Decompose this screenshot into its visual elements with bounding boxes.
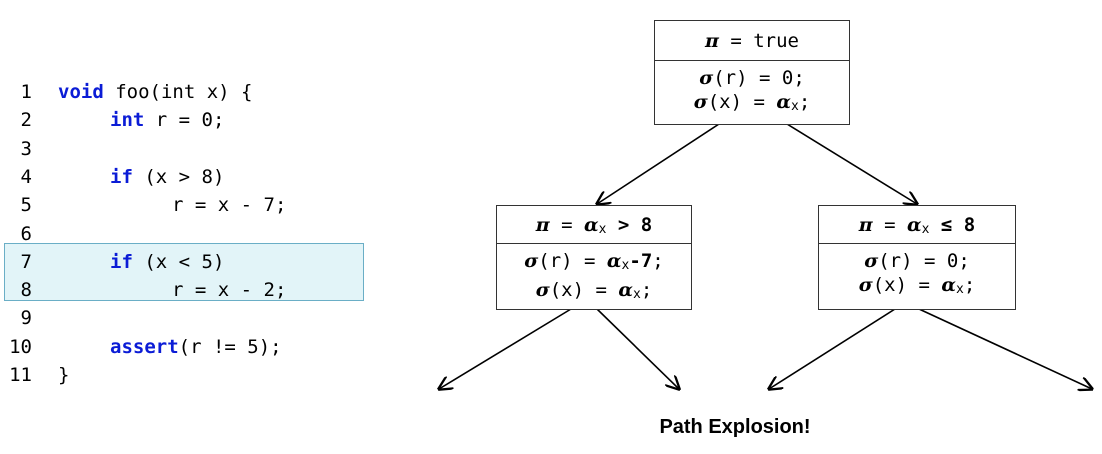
- code-rest: (x < 5): [132, 250, 225, 273]
- line-number: 9: [20, 307, 32, 330]
- sigma-symbol: σ: [864, 250, 879, 272]
- left-sigma-x-sub: x: [633, 287, 641, 302]
- right-pi-rest: ≤ 8: [929, 214, 976, 236]
- code-text: r = x - 2;: [172, 276, 286, 304]
- right-sigma-r-value: 0: [946, 250, 959, 272]
- code-text: if (x < 5): [110, 248, 224, 276]
- edge-left-left: [439, 308, 572, 389]
- left-pi-alpha: α: [584, 214, 599, 236]
- line-number: 6: [20, 222, 32, 245]
- root-node: π = true σ(r) = 0; σ(x) = αx;: [654, 20, 850, 125]
- sigma-symbol: σ: [524, 250, 539, 272]
- code-text: assert(r != 5);: [110, 333, 282, 361]
- code-text: if (x > 8): [110, 163, 224, 191]
- pi-symbol: π: [704, 30, 719, 52]
- root-store: σ(r) = 0; σ(x) = αx;: [693, 67, 811, 114]
- code-rest: r = 0;: [144, 109, 225, 132]
- pi-symbol: π: [535, 214, 550, 236]
- line-number: 3: [20, 137, 32, 160]
- left-path-condition: π = αx > 8: [497, 206, 691, 244]
- code-text: int r = 0;: [110, 106, 224, 134]
- right-sigma-x-sub: x: [956, 282, 964, 297]
- right-store: σ(r) = 0; σ(x) = αx;: [858, 250, 976, 297]
- line-number: 10: [9, 335, 32, 358]
- code-rest: }: [58, 364, 70, 386]
- right-node: π = αx ≤ 8 σ(r) = 0; σ(x) = αx;: [818, 205, 1016, 310]
- pi-symbol: π: [858, 214, 873, 236]
- caption-path-explosion: Path Explosion!: [659, 416, 811, 438]
- code-rest: r = x - 2;: [172, 279, 287, 302]
- line-number: 8: [20, 279, 32, 302]
- highlighted-code-region: [4, 243, 364, 301]
- keyword: assert: [110, 335, 179, 358]
- edge-left-right: [596, 308, 679, 389]
- code-rest: (x > 8): [132, 165, 225, 188]
- right-pi-sub: x: [921, 222, 930, 237]
- keyword: if: [110, 250, 133, 273]
- sigma-symbol: σ: [535, 279, 550, 301]
- keyword: void: [58, 81, 104, 103]
- root-pi-value: true: [753, 30, 799, 52]
- right-path-condition: π = αx ≤ 8: [819, 206, 1015, 244]
- right-sigma-x-alpha: α: [941, 274, 956, 296]
- code-rest: (r != 5);: [178, 335, 282, 358]
- keyword: int: [110, 109, 145, 132]
- left-sigma-r-alpha: α: [606, 250, 622, 272]
- edge-root-left: [597, 123, 720, 204]
- code-rest: foo(int x) {: [103, 81, 253, 103]
- root-sigma-x-value: α: [776, 91, 791, 113]
- sigma-symbol: σ: [858, 274, 873, 296]
- sigma-symbol: σ: [693, 91, 708, 113]
- code-text: r = x - 7;: [172, 191, 286, 219]
- root-sigma-x-sub: x: [791, 99, 799, 114]
- root-path-condition: π = true: [655, 21, 849, 61]
- line-number: 4: [20, 165, 32, 188]
- line-number: 7: [20, 250, 32, 273]
- right-pi-alpha: α: [907, 214, 922, 236]
- line-number: 11: [9, 364, 32, 386]
- code-rest: r = x - 7;: [172, 194, 287, 217]
- left-sigma-r-rest: -7: [629, 250, 653, 272]
- edge-right-right: [918, 308, 1092, 389]
- line-number: 2: [20, 109, 32, 132]
- left-store: σ(r) = αx-7; σ(x) = αx;: [524, 250, 664, 302]
- edge-right-left: [769, 308, 896, 389]
- left-sigma-r-sub: x: [621, 258, 630, 273]
- code-text: }: [58, 361, 69, 389]
- left-node: π = αx > 8 σ(r) = αx-7; σ(x) = αx;: [496, 205, 692, 310]
- root-sigma-r-value: 0: [781, 67, 794, 89]
- left-sigma-x-alpha: α: [618, 279, 633, 301]
- sigma-symbol: σ: [699, 67, 714, 89]
- line-number: 5: [20, 194, 32, 217]
- left-pi-rest: > 8: [606, 214, 653, 236]
- line-number: 1: [20, 81, 32, 103]
- edge-root-right: [786, 123, 917, 204]
- code-text: void foo(int x) {: [58, 78, 252, 106]
- keyword: if: [110, 165, 133, 188]
- left-pi-sub: x: [598, 222, 607, 237]
